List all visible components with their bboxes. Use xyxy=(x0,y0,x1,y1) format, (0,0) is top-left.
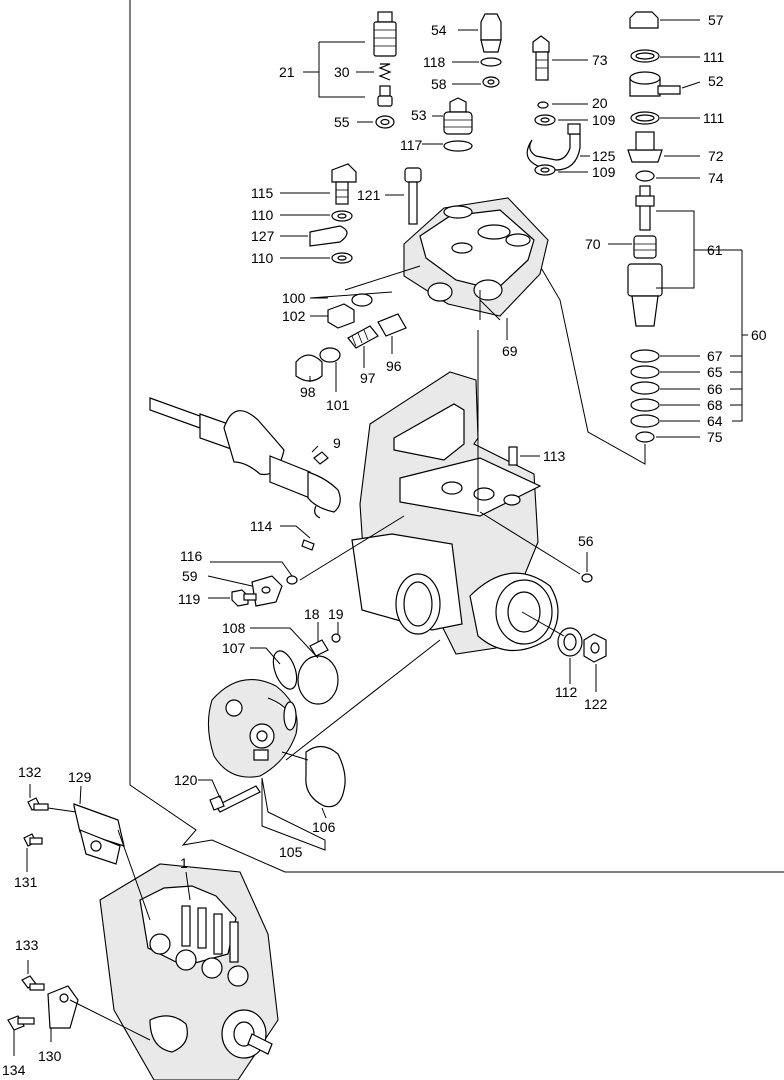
bracket-screw-group xyxy=(231,575,298,607)
label-18: 18 xyxy=(304,606,320,622)
nut-washer-group xyxy=(557,627,607,663)
label-113: 113 xyxy=(543,448,566,464)
label-130: 130 xyxy=(38,1048,62,1064)
label-120: 120 xyxy=(174,772,198,788)
label-57: 57 xyxy=(708,12,724,28)
pump-housing xyxy=(351,371,559,655)
banjo-bolt-group xyxy=(526,35,581,176)
label-108: 108 xyxy=(222,620,246,636)
label-54: 54 xyxy=(431,22,447,38)
label-109-a: 109 xyxy=(592,112,616,128)
mounting-bracket xyxy=(23,797,125,865)
label-110-b: 110 xyxy=(251,250,274,266)
label-100: 100 xyxy=(282,290,306,306)
label-98: 98 xyxy=(300,384,316,400)
label-125: 125 xyxy=(592,148,616,164)
label-106: 106 xyxy=(312,819,336,835)
label-73: 73 xyxy=(592,52,608,68)
label-109-b: 109 xyxy=(592,164,616,180)
label-127: 127 xyxy=(251,228,275,244)
label-102: 102 xyxy=(282,308,306,324)
exploded-view-frame xyxy=(129,0,784,873)
pump-head-block xyxy=(403,197,549,321)
label-21: 21 xyxy=(279,64,295,80)
label-105: 105 xyxy=(279,844,303,860)
plunger-column xyxy=(627,11,681,443)
label-72: 72 xyxy=(708,148,724,164)
label-74: 74 xyxy=(708,170,724,186)
label-115: 115 xyxy=(251,185,274,201)
label-132: 132 xyxy=(18,764,42,780)
delivery-valve-group xyxy=(373,11,397,129)
label-118: 118 xyxy=(423,54,446,70)
label-30: 30 xyxy=(334,64,350,80)
label-111-a: 111 xyxy=(703,49,724,65)
label-107: 107 xyxy=(222,640,246,656)
label-110-a: 110 xyxy=(251,207,274,223)
assembled-pump xyxy=(99,863,279,1080)
label-117: 117 xyxy=(400,137,423,153)
lower-bracket-group xyxy=(7,975,79,1031)
label-122: 122 xyxy=(584,696,608,712)
banjo-fitting-group xyxy=(309,163,422,264)
screw-18-19 xyxy=(309,633,341,657)
label-9: 9 xyxy=(333,435,341,451)
label-60: 60 xyxy=(751,327,767,343)
valve-holder-group xyxy=(480,13,502,88)
camshaft xyxy=(149,397,341,519)
label-121: 121 xyxy=(357,187,381,203)
governor-housing xyxy=(207,679,298,778)
label-116: 116 xyxy=(180,548,203,564)
label-66: 66 xyxy=(707,381,723,397)
part-labels: 21 30 55 54 118 58 53 117 73 20 109 125 … xyxy=(2,12,767,1078)
label-65: 65 xyxy=(707,364,723,380)
label-133: 133 xyxy=(15,937,39,953)
label-58: 58 xyxy=(431,76,447,92)
label-64: 64 xyxy=(707,413,723,429)
label-19: 19 xyxy=(328,606,344,622)
label-53: 53 xyxy=(411,107,427,123)
label-59: 59 xyxy=(182,568,198,584)
plug-group xyxy=(443,97,473,152)
label-111-b: 111 xyxy=(703,110,724,126)
seal-ring-group xyxy=(272,650,339,705)
label-131: 131 xyxy=(14,874,38,890)
label-119: 119 xyxy=(178,591,201,607)
label-70: 70 xyxy=(585,236,601,252)
label-129: 129 xyxy=(68,769,92,785)
label-52: 52 xyxy=(708,73,724,89)
label-61: 61 xyxy=(707,242,723,258)
label-55: 55 xyxy=(334,114,350,130)
label-101: 101 xyxy=(326,397,350,413)
label-68: 68 xyxy=(707,397,723,413)
label-69: 69 xyxy=(502,343,518,359)
label-67: 67 xyxy=(707,348,723,364)
label-134: 134 xyxy=(2,1062,26,1078)
label-20: 20 xyxy=(592,95,608,111)
label-112: 112 xyxy=(555,684,578,700)
label-97: 97 xyxy=(360,370,376,386)
label-96: 96 xyxy=(386,358,402,374)
label-114: 114 xyxy=(250,518,273,534)
label-1: 1 xyxy=(180,855,188,871)
label-56: 56 xyxy=(578,533,594,549)
label-75: 75 xyxy=(707,429,723,445)
overflow-valve-group xyxy=(295,293,407,382)
